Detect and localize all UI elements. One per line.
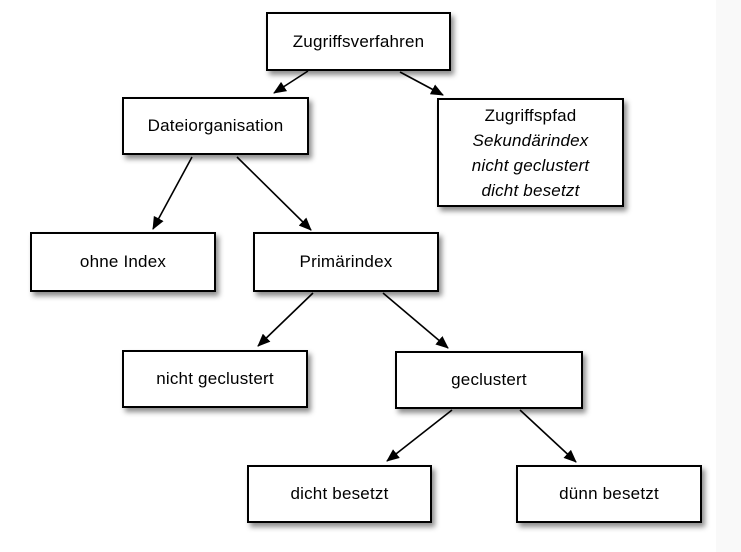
arrow-geclustert-to-duenn-besetzt xyxy=(519,409,577,463)
node-zugriffspfad-detail-sekundaerindex: Sekundärindex xyxy=(472,130,589,150)
node-ohne-index: ohne Index xyxy=(30,232,216,292)
node-zugriffspfad-title: Zugriffspfad xyxy=(484,105,577,125)
node-dateiorganisation: Dateiorganisation xyxy=(122,97,309,155)
node-zugriffspfad: Zugriffspfad Sekundärindex nicht geclust… xyxy=(437,98,624,207)
node-nicht-geclustert: nicht geclustert xyxy=(122,350,308,408)
page-edge-strip xyxy=(716,0,741,552)
arrow-dateiorganisation-to-ohne-index xyxy=(152,156,193,230)
node-geclustert: geclustert xyxy=(395,351,583,409)
node-dicht-besetzt: dicht besetzt xyxy=(247,465,432,523)
node-primaerindex-label: Primärindex xyxy=(299,252,393,271)
node-duenn-besetzt-label: dünn besetzt xyxy=(559,484,659,503)
node-zugriffspfad-detail-nicht-geclustert: nicht geclustert xyxy=(471,155,590,175)
node-primaerindex: Primärindex xyxy=(253,232,439,292)
arrow-primaerindex-to-nicht-geclustert xyxy=(257,292,314,347)
node-zugriffspfad-detail-dicht-besetzt: dicht besetzt xyxy=(481,180,580,200)
node-nicht-geclustert-label: nicht geclustert xyxy=(156,369,274,388)
node-dateiorganisation-label: Dateiorganisation xyxy=(147,116,284,135)
node-zugriffsverfahren-label: Zugriffsverfahren xyxy=(292,31,425,51)
arrow-zugriffsverfahren-to-zugriffspfad xyxy=(399,71,444,96)
arrow-geclustert-to-dicht-besetzt xyxy=(386,409,453,462)
arrow-dateiorganisation-to-primaerindex xyxy=(236,156,312,231)
arrow-zugriffsverfahren-to-dateiorganisation xyxy=(273,70,309,94)
node-ohne-index-label: ohne Index xyxy=(79,252,167,271)
node-dicht-besetzt-label: dicht besetzt xyxy=(290,484,389,503)
node-geclustert-label: geclustert xyxy=(451,370,527,389)
node-duenn-besetzt: dünn besetzt xyxy=(516,465,702,523)
node-zugriffsverfahren: Zugriffsverfahren xyxy=(266,12,451,71)
arrow-primaerindex-to-geclustert xyxy=(382,292,449,349)
